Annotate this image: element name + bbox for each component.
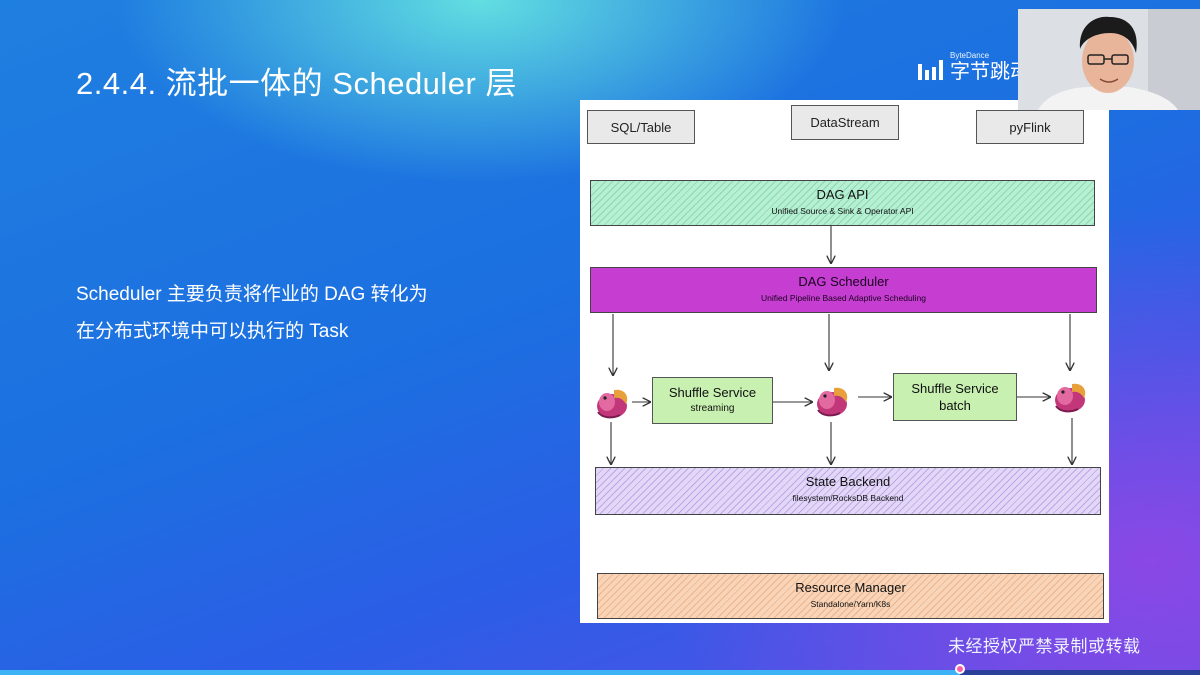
playback-scrubber-handle[interactable]	[955, 664, 965, 674]
flink-squirrel-icon	[597, 389, 628, 419]
shuffle-service-batch-box: Shuffle Service batch	[893, 373, 1017, 421]
slide-title: 2.4.4. 流批一体的 Scheduler 层	[76, 66, 517, 101]
shuffle-service-streaming-box: Shuffle Service streaming	[652, 377, 773, 424]
resource-manager-band: Resource Manager Standalone/Yarn/K8s	[597, 573, 1104, 619]
state-backend-title: State Backend	[805, 474, 891, 489]
copyright-watermark: 未经授权严禁录制或转载	[948, 637, 1141, 656]
presenter-webcam	[1018, 9, 1200, 110]
dag-api-band: DAG API Unified Source & Sink & Operator…	[590, 180, 1095, 226]
brand-name-cn: 字节跳动	[950, 61, 1030, 83]
presenter-video	[1018, 9, 1200, 110]
flink-squirrel-icon	[817, 387, 848, 417]
brand-name-en: ByteDance	[950, 51, 990, 60]
dag-scheduler-subtitle: Unified Pipeline Based Adaptive Scheduli…	[761, 293, 926, 303]
dag-api-subtitle: Unified Source & Sink & Operator API	[771, 206, 914, 216]
architecture-diagram: SQL/Table DataStream pyFlink DAG API Uni…	[580, 100, 1109, 623]
state-backend-band: State Backend filesystem/RocksDB Backend	[595, 467, 1101, 515]
body-line-1: Scheduler 主要负责将作业的 DAG 转化为	[76, 284, 428, 305]
shuffle-batch-title: Shuffle Service	[911, 381, 999, 396]
diagram-arrows	[580, 226, 1109, 623]
playback-progress-fill	[0, 670, 960, 675]
dag-api-title: DAG API	[816, 187, 869, 202]
body-line-2: 在分布式环境中可以执行的 Task	[76, 321, 349, 342]
brand-logo: ByteDance 字节跳动	[918, 52, 1030, 82]
api-box-pyflink: pyFlink	[976, 110, 1084, 144]
dag-scheduler-title: DAG Scheduler	[798, 274, 889, 289]
dag-scheduler-band: DAG Scheduler Unified Pipeline Based Ada…	[590, 267, 1097, 313]
shuffle-batch-subtitle: batch	[939, 398, 971, 413]
bytedance-logo-icon	[918, 60, 943, 80]
resource-manager-title: Resource Manager	[795, 580, 906, 595]
resource-manager-subtitle: Standalone/Yarn/K8s	[810, 599, 891, 609]
api-box-sql-table: SQL/Table	[587, 110, 695, 144]
flink-squirrel-icon	[1055, 383, 1086, 413]
shuffle-streaming-subtitle: streaming	[690, 403, 735, 414]
api-box-datastream: DataStream	[791, 105, 899, 140]
shuffle-streaming-title: Shuffle Service	[668, 385, 757, 400]
slide-body: Scheduler 主要负责将作业的 DAG 转化为 在分布式环境中可以执行的 …	[76, 276, 556, 350]
playback-progress-bar[interactable]	[0, 670, 1200, 675]
state-backend-subtitle: filesystem/RocksDB Backend	[792, 493, 904, 503]
